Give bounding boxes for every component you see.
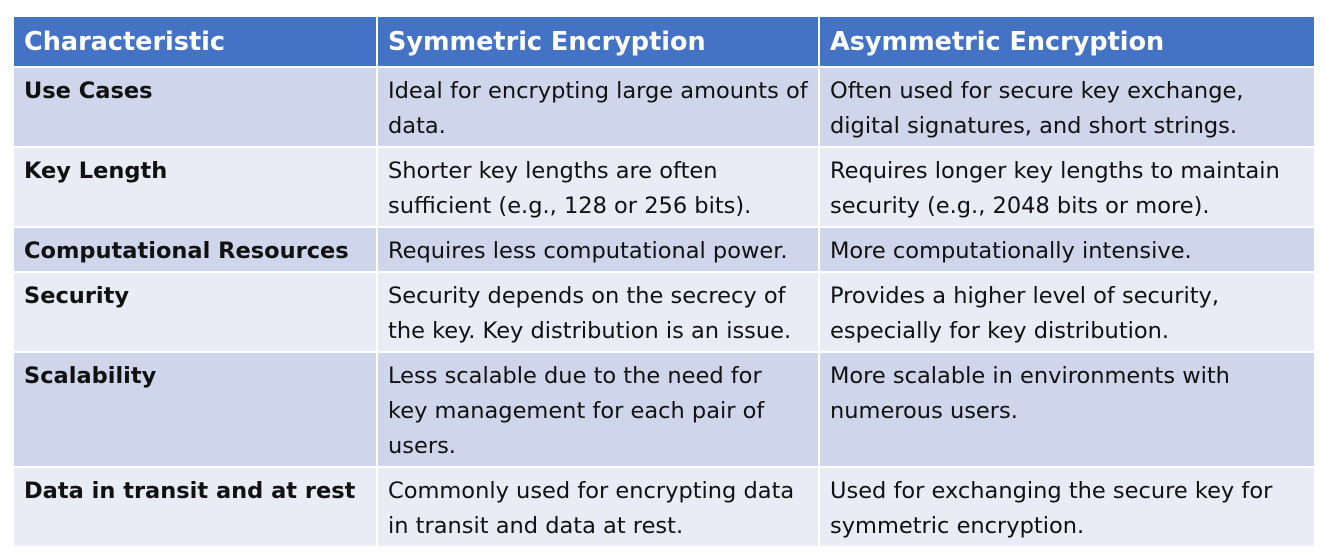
comparison-table: Characteristic Symmetric Encryption Asym… bbox=[12, 15, 1316, 548]
table-row: Computational Resources Requires less co… bbox=[12, 226, 1316, 273]
table-row: Scalability Less scalable due to the nee… bbox=[12, 351, 1316, 468]
table-row: Key Length Shorter key lengths are often… bbox=[12, 146, 1316, 228]
symmetric-cell: Less scalable due to the need for key ma… bbox=[376, 351, 820, 468]
asymmetric-cell: Provides a higher level of security, esp… bbox=[818, 271, 1316, 353]
header-asymmetric: Asymmetric Encryption bbox=[818, 15, 1316, 68]
asymmetric-cell: More scalable in environments with numer… bbox=[818, 351, 1316, 468]
header-row: Characteristic Symmetric Encryption Asym… bbox=[12, 15, 1316, 68]
header-characteristic: Characteristic bbox=[12, 15, 378, 68]
row-label: Computational Resources bbox=[12, 226, 378, 273]
row-label: Key Length bbox=[12, 146, 378, 228]
row-label: Security bbox=[12, 271, 378, 353]
symmetric-cell: Requires less computational power. bbox=[376, 226, 820, 273]
asymmetric-cell: Used for exchanging the secure key for s… bbox=[818, 466, 1316, 548]
asymmetric-cell: More computationally intensive. bbox=[818, 226, 1316, 273]
symmetric-cell: Commonly used for encrypting data in tra… bbox=[376, 466, 820, 548]
table-row: Data in transit and at rest Commonly use… bbox=[12, 466, 1316, 548]
row-label: Use Cases bbox=[12, 66, 378, 148]
symmetric-cell: Ideal for encrypting large amounts of da… bbox=[376, 66, 820, 148]
asymmetric-cell: Requires longer key lengths to maintain … bbox=[818, 146, 1316, 228]
table-row: Use Cases Ideal for encrypting large amo… bbox=[12, 66, 1316, 148]
row-label: Scalability bbox=[12, 351, 378, 468]
header-symmetric: Symmetric Encryption bbox=[376, 15, 820, 68]
symmetric-cell: Shorter key lengths are often sufficient… bbox=[376, 146, 820, 228]
row-label: Data in transit and at rest bbox=[12, 466, 378, 548]
asymmetric-cell: Often used for secure key exchange, digi… bbox=[818, 66, 1316, 148]
symmetric-cell: Security depends on the secrecy of the k… bbox=[376, 271, 820, 353]
table-row: Security Security depends on the secrecy… bbox=[12, 271, 1316, 353]
